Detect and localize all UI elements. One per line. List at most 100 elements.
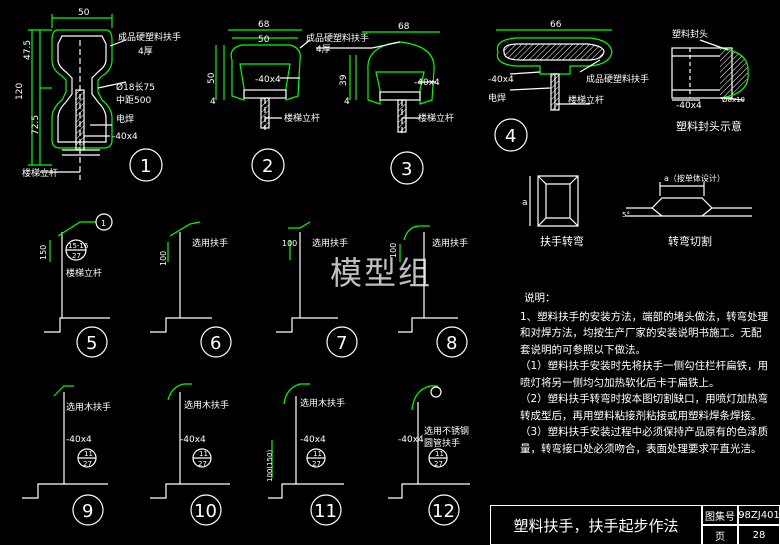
d12-ref-bot: 27	[434, 460, 443, 468]
d2-dim-width: 68	[258, 20, 270, 30]
d1-label-flat: -40x4	[112, 132, 138, 142]
d11-dim: 100(150)	[266, 450, 274, 482]
d1-dim-bottom: 72.5	[31, 115, 41, 135]
notes-line-4: （3）塑料扶手安装过程中必须保持产品原有的色泽质量，转弯接口处必须吻合，表面处理…	[520, 426, 769, 455]
cut-sketch	[626, 182, 752, 217]
d1-label-weld: 电焊	[116, 113, 134, 125]
d5-dim: 150	[39, 245, 48, 260]
d4-dim-width: 66	[550, 20, 562, 30]
d3-dim-width: 68	[398, 22, 410, 32]
d10-label-handrail: 选用木扶手	[184, 399, 229, 411]
d1-number: 1	[140, 156, 151, 177]
detail-8-text: 100 选用扶手 8	[389, 237, 468, 354]
d10-label-flat: -40x4	[180, 435, 206, 445]
drawing-title: 塑料扶手，扶手起步作法	[490, 505, 702, 545]
detail-4-text: 66 -40x4 成品硬塑料扶手 电焊 楼梯立杆 4	[488, 20, 649, 147]
d11-ref-bot: 27	[312, 460, 321, 468]
d11-label-flat: -40x4	[300, 435, 326, 445]
d2-label-flat: -40x4	[255, 75, 281, 85]
detail-7-text: 100 选用扶手 7	[282, 237, 348, 354]
d8-number: 8	[446, 333, 457, 354]
d9-label-handrail: 选用木扶手	[66, 401, 111, 413]
d11-ref-top: 11	[313, 450, 322, 458]
detail-7	[276, 221, 358, 358]
atlas-label: 图集号	[702, 505, 738, 525]
detail-6	[150, 221, 232, 358]
d5-label-post: 楼梯立杆	[66, 267, 102, 279]
notes-line-2: （1）塑料扶手安装时先将扶手一侧勾住栏杆扁铁，用喷灯将另一侧均匀加热软化后卡于扁…	[520, 360, 769, 389]
detail-4	[494, 29, 613, 152]
page-label: 页	[702, 525, 738, 545]
d6-dim: 100	[159, 251, 168, 266]
detail-2	[215, 29, 311, 182]
d6-number: 6	[210, 333, 221, 354]
d2-dim-height: 50	[207, 72, 217, 84]
detail-9	[22, 385, 108, 526]
d3-number: 3	[401, 159, 412, 180]
notes-title: 说明：	[524, 292, 556, 304]
d9-ref-top: 11	[84, 450, 93, 458]
detail-5	[44, 213, 113, 358]
d3-label-handrail: 成品硬塑料扶手	[306, 32, 369, 44]
detail-5-text: 150 15-16 27 楼梯立杆 1 5	[39, 219, 106, 354]
atlas-value: 98ZJ401	[738, 505, 780, 525]
d9-ref-bot: 27	[83, 460, 92, 468]
bend-caption: 扶手转弯	[540, 234, 584, 248]
page-value: 28	[738, 525, 780, 545]
cut-angle: 5°	[622, 211, 630, 219]
d10-ref-bot: 27	[198, 460, 207, 468]
detail-2-text: 68 50 50 4 -40x4 楼梯立杆 2	[207, 20, 320, 177]
d10-number: 10	[194, 501, 217, 522]
d4-label-post: 楼梯立杆	[568, 94, 604, 106]
d3-dim-thick: 4	[344, 97, 350, 107]
d12-label-2: 圆管扶手	[424, 437, 460, 449]
d2-dim-thick: 4	[210, 97, 216, 107]
d1-dim-top: 47.5	[23, 40, 33, 60]
d3-label-thickness: 4厚	[316, 44, 331, 55]
d7-label-handrail: 选用扶手	[312, 237, 348, 249]
d1-label-handrail: 成品硬塑料扶手	[118, 31, 181, 43]
d8-dim: 100	[389, 243, 398, 258]
detail-6-text: 选用扶手 100 6	[159, 237, 228, 354]
d10-ref-top: 11	[199, 450, 208, 458]
d8-label-handrail: 选用扶手	[432, 237, 468, 249]
detail-9-text: 选用木扶手 -40x4 11 27 9	[66, 401, 111, 522]
notes-line-1: 1、塑料扶手的安装方法，端部的堵头做法，转弯处理和对焊方法，均按生产厂家的安装说…	[520, 310, 769, 356]
endcap-text: 塑料封头 -40x4 Ø8x10 塑料封头示意	[672, 28, 745, 133]
d4-number: 4	[505, 126, 516, 147]
d3-label-flat: -40x4	[414, 78, 440, 88]
endcap-label-bolt: Ø8x10	[722, 96, 745, 104]
d1-label-bolt: Ø18长75	[116, 81, 155, 93]
d11-label-handrail: 选用木扶手	[300, 397, 345, 409]
d5-ref-circle: 1	[101, 219, 106, 228]
d1-dim-width: 50	[78, 8, 90, 18]
d1-label-spacing: 中距500	[116, 94, 151, 106]
detail-3	[316, 31, 440, 185]
cut-caption: 转弯切割	[668, 234, 712, 248]
d6-label-handrail: 选用扶手	[192, 237, 228, 249]
d11-number: 11	[314, 501, 337, 522]
bend-cut-text: a 扶手转弯 a（按单体设计） 5° 转弯切割	[522, 173, 725, 248]
bend-sketch	[529, 175, 579, 227]
detail-12-text: 选用不锈钢 圆管扶手 -40x4 11 27 12	[398, 425, 469, 522]
detail-10	[150, 383, 230, 526]
detail-12	[388, 385, 470, 526]
d12-number: 12	[432, 501, 455, 522]
endcap-sketch	[671, 39, 749, 101]
bend-dim: a	[522, 198, 528, 208]
d2-dim-inner: 50	[258, 35, 270, 45]
d5-ref-bot: 27	[72, 252, 81, 260]
d4-label-flat: -40x4	[488, 75, 514, 85]
cut-dim: a（按单体设计）	[664, 173, 725, 183]
d3-label-post: 楼梯立杆	[418, 112, 454, 124]
d7-dim: 100	[282, 239, 297, 248]
d2-label-post: 楼梯立杆	[284, 112, 320, 124]
d12-label-flat: -40x4	[398, 435, 424, 445]
endcap-caption: 塑料封头示意	[676, 119, 742, 133]
detail-8	[398, 225, 468, 358]
detail-1	[28, 14, 163, 182]
d1-dim-total: 120	[15, 83, 25, 100]
d5-ref-top: 15-16	[68, 242, 89, 250]
d1-label-post: 楼梯立杆	[22, 167, 58, 179]
